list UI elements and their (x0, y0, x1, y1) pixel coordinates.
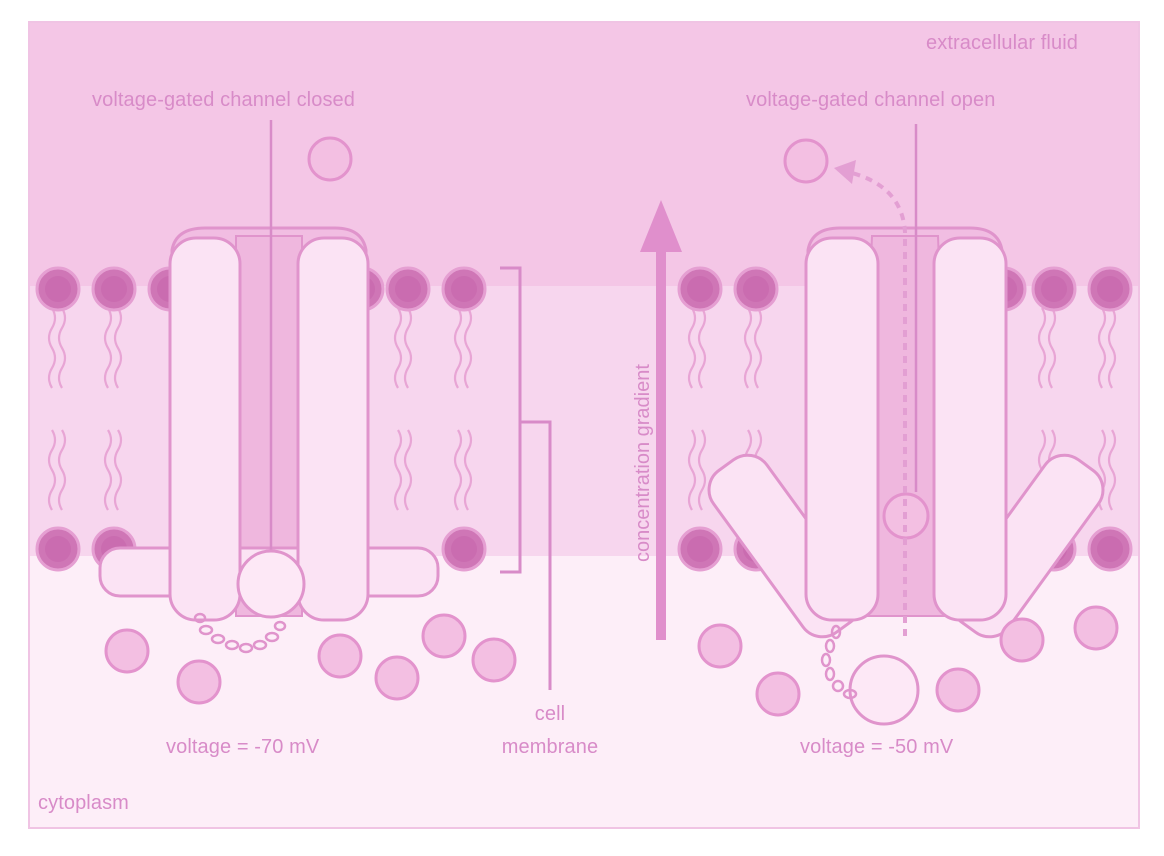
voltage-open-label: voltage = -50 mV (800, 736, 954, 758)
gradient-arrow (640, 200, 682, 640)
membrane-label-line1: cell (534, 703, 566, 725)
extracellular-label: extracellular fluid (926, 32, 1078, 54)
membrane-bracket (500, 266, 552, 690)
cytoplasm-label: cytoplasm (38, 792, 129, 814)
open-channel (707, 124, 1105, 726)
voltage-closed-label: voltage = -70 mV (166, 736, 320, 758)
closed-channel (98, 120, 440, 654)
closed-channel-title: voltage-gated channel closed (92, 89, 355, 111)
gradient-label: concentration gradient (632, 364, 654, 562)
open-channel-title: voltage-gated channel open (746, 89, 996, 111)
membrane-label-line2: membrane (501, 736, 599, 758)
